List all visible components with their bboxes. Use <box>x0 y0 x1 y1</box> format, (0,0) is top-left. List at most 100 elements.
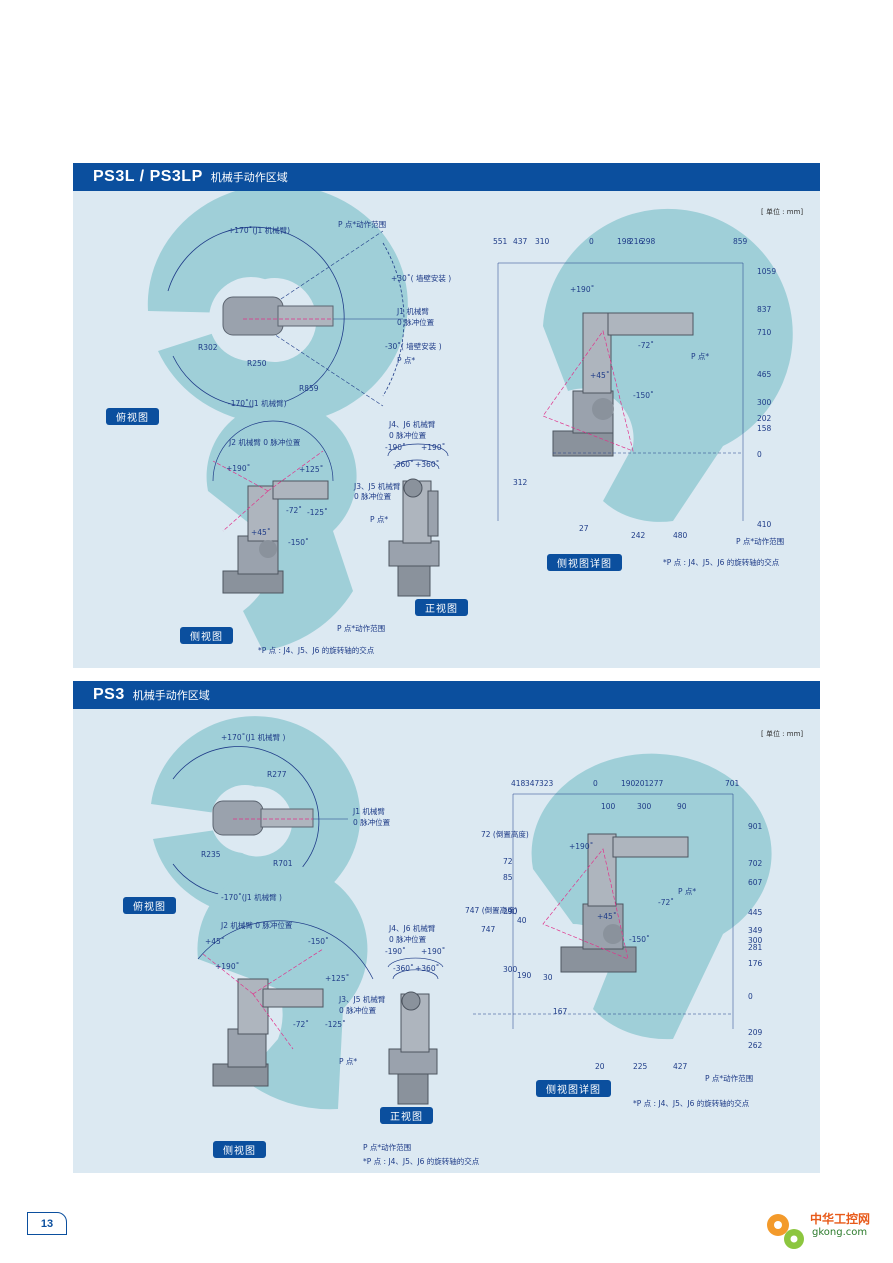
r235-label: R235 <box>201 850 221 859</box>
j3j5-label-1: J3、J5 机械臂 <box>339 995 386 1004</box>
side-note: *P 点 : J4、J5、J6 的旋转轴的交点 <box>258 646 375 655</box>
section-header: PS3L / PS3LP 机械手动作区域 <box>73 163 820 191</box>
j1-minus-label: -170˚(J1 机械臂 ) <box>221 893 282 902</box>
dim: 0 <box>589 237 594 246</box>
plus45-label: +45˚ <box>205 937 225 946</box>
side-p-point-label: P 点* <box>339 1057 358 1066</box>
detail-view-tag: 侧视图详图 <box>547 554 622 571</box>
front-p360: +360˚ <box>415 460 440 469</box>
dim: 901 <box>748 822 763 831</box>
front-view-tag: 正视图 <box>380 1107 433 1124</box>
dim: 190 <box>517 971 532 980</box>
minus125-label: -125˚ <box>325 1020 346 1029</box>
wall-plus-label: +30˚( 墙壁安装 ) <box>391 274 452 283</box>
dim: 300 <box>748 936 763 945</box>
dim: 300 <box>757 398 772 407</box>
front-p190: +190˚ <box>421 443 446 452</box>
minus150-label: -150˚ <box>288 538 309 547</box>
j1-zero-label-1: J1 机械臂 <box>353 807 385 816</box>
gear-icon <box>767 1214 804 1249</box>
r302-label: R302 <box>198 343 218 352</box>
detail-left-dim: 312 <box>513 478 528 487</box>
dim: 445 <box>748 908 763 917</box>
j2-zero-label: J2 机械臂 0 脉冲位置 <box>221 921 293 930</box>
section-subtitle: 机械手动作区域 <box>210 171 288 184</box>
front-m360: -360˚ <box>393 460 414 469</box>
detail-note: *P 点 : J4、J5、J6 的旋转轴的交点 <box>663 558 780 567</box>
ps3l-drawings <box>147 191 793 651</box>
side-p-point-label: P 点* <box>370 515 389 524</box>
dim: 837 <box>757 305 772 314</box>
r701-label: R701 <box>273 859 293 868</box>
dim: 701 <box>725 779 740 788</box>
top-view-drawing <box>151 716 361 917</box>
dim: 198 <box>617 237 632 246</box>
detail-minus150: -150˚ <box>629 935 650 944</box>
j1-zero-label-2: 0 脉冲位置 <box>397 318 435 327</box>
dim: 551 <box>493 237 508 246</box>
minus72-label: -72˚ <box>293 1020 309 1029</box>
dim: 72 (倒置高度) <box>481 830 529 839</box>
dim: 100 <box>601 802 616 811</box>
front-m190: -190˚ <box>385 947 406 956</box>
dim: 349 <box>748 926 763 935</box>
dim: 27 <box>579 524 589 533</box>
minus72-label: -72˚ <box>286 506 302 515</box>
minus125-label: -125˚ <box>307 508 328 517</box>
dim: 277 <box>649 779 664 788</box>
plus190-label: +190˚ <box>215 962 240 971</box>
minus150-label: -150˚ <box>308 937 329 946</box>
detail-plus190: +190˚ <box>569 842 594 851</box>
detail-view-drawing <box>497 208 793 522</box>
dim: 176 <box>748 959 763 968</box>
wall-minus-label: -30˚( 墙壁安装 ) <box>385 342 442 351</box>
ps3-drawings <box>151 716 772 1110</box>
j1-zero-label-1: J1 机械臂 <box>397 307 429 316</box>
unit-note: [ 单位 : mm] <box>761 208 804 216</box>
front-view-drawing <box>387 957 444 1105</box>
dim: 437 <box>513 237 528 246</box>
watermark-cn: 中华工控网 <box>810 1212 871 1226</box>
dim: 859 <box>733 237 748 246</box>
detail-view-tag: 侧视图详图 <box>536 1080 611 1097</box>
model-title: PS3 <box>93 686 125 703</box>
side-view-tag: 侧视图 <box>180 627 233 644</box>
j3j5-label-2: 0 脉冲位置 <box>354 492 392 501</box>
plus125-label: +125˚ <box>299 465 324 474</box>
dim: 262 <box>748 1041 763 1050</box>
detail-p-range: P 点*动作范围 <box>705 1074 754 1083</box>
plus125-label: +125˚ <box>325 974 350 983</box>
dim: 72 <box>503 857 513 866</box>
unit-note: [ 单位 : mm] <box>761 730 804 738</box>
j1-plus-label: +170˚(J1 机械臂) <box>228 226 291 235</box>
j4j6-label-1: J4、J6 机械臂 <box>389 420 436 429</box>
side-p-range-label: P 点*动作范围 <box>363 1143 412 1152</box>
dim: 347 <box>525 779 540 788</box>
dim: 20 <box>595 1062 605 1071</box>
section-header: PS3 机械手动作区域 <box>73 681 820 709</box>
dim: 85 <box>503 873 513 882</box>
front-m360: -360˚ <box>393 964 414 973</box>
j3j5-label-1: J3、J5 机械臂 <box>354 482 401 491</box>
dim: 300 <box>503 965 518 974</box>
dim: 607 <box>748 878 763 887</box>
j4j6-label-2: 0 脉冲位置 <box>389 431 427 440</box>
top-view-tag: 俯视图 <box>123 897 176 914</box>
detail-plus190: +190˚ <box>570 285 595 294</box>
j1-plus-label: +170˚(J1 机械臂 ) <box>221 733 286 742</box>
dim: 747 <box>481 925 496 934</box>
dim: 298 <box>641 237 656 246</box>
dim: 747 (倒置高度) <box>465 906 518 915</box>
p-range-label: P 点*动作范围 <box>338 220 387 229</box>
dim: 427 <box>673 1062 688 1071</box>
front-view-drawing <box>387 443 449 597</box>
front-view-tag: 正视图 <box>415 599 468 616</box>
model-title: PS3L / PS3LP <box>93 168 203 185</box>
dim: 281 <box>748 943 763 952</box>
dim: 323 <box>539 779 554 788</box>
watermark-url: gkong.com <box>812 1227 868 1238</box>
plus45-label: +45˚ <box>251 528 271 537</box>
side-view-tag: 侧视图 <box>213 1141 266 1158</box>
dim: 310 <box>535 237 550 246</box>
r277-label: R277 <box>267 770 287 779</box>
